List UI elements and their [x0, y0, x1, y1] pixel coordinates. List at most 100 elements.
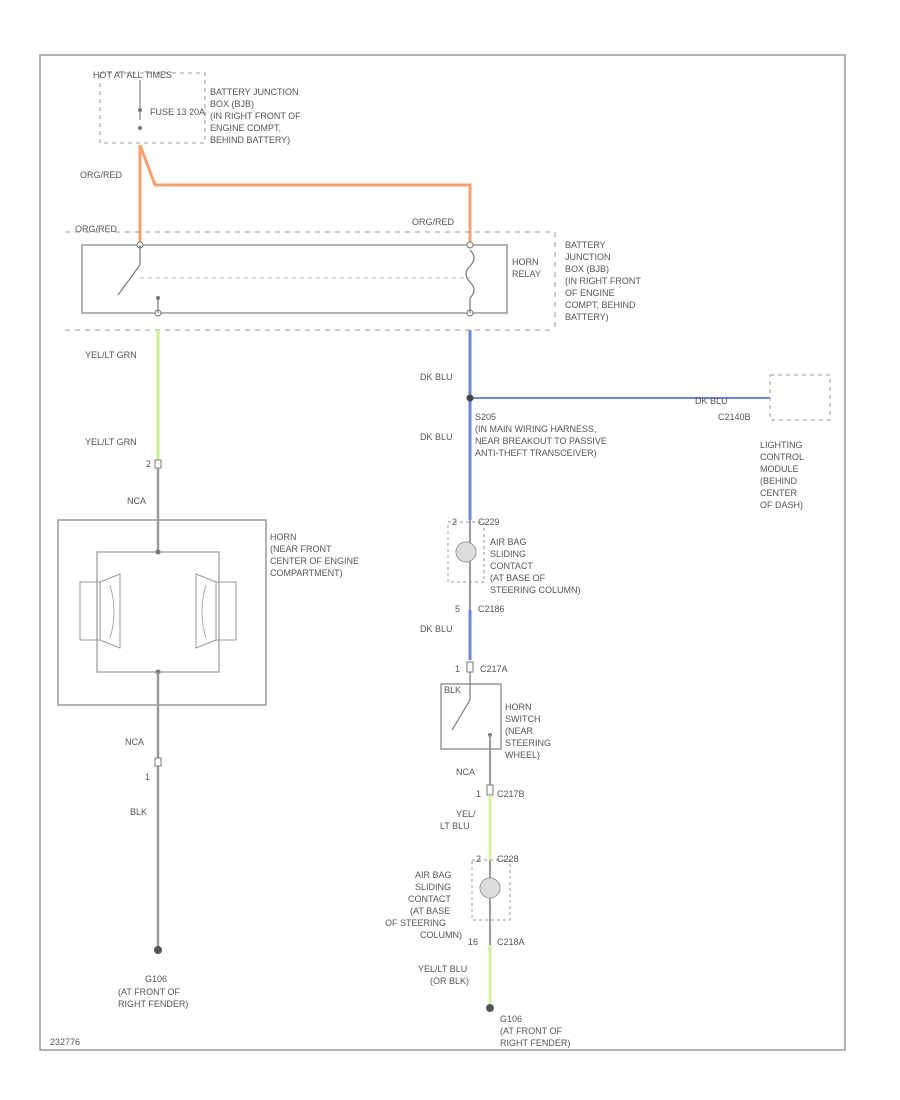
wire-dk-blu-label-3: DK BLU	[695, 396, 728, 406]
svg-text:(NEAR FRONT: (NEAR FRONT	[270, 544, 332, 554]
nca-label-1: NCA	[127, 496, 146, 506]
ground-g106-right-location: (AT FRONT OF RIGHT FENDER)	[500, 1026, 570, 1048]
svg-text:LT BLU: LT BLU	[440, 821, 470, 831]
svg-text:(AT BASE OF: (AT BASE OF	[490, 573, 546, 583]
ground-g106-right-label: G106	[500, 1014, 522, 1024]
svg-text:(IN RIGHT FRONT: (IN RIGHT FRONT	[565, 276, 641, 286]
pin-5-label: 5	[455, 604, 460, 614]
horn-relay-label: HORN RELAY	[512, 257, 541, 279]
connector-c217a	[466, 661, 474, 673]
svg-text:AIR BAG: AIR BAG	[415, 870, 452, 880]
svg-text:(AT FRONT OF: (AT FRONT OF	[500, 1026, 563, 1036]
svg-text:JUNCTION: JUNCTION	[565, 252, 611, 262]
svg-text:ENGINE COMPT,: ENGINE COMPT,	[210, 123, 281, 133]
ground-g106-right-icon	[486, 1004, 494, 1012]
svg-text:YEL/LT BLU: YEL/LT BLU	[418, 964, 467, 974]
svg-text:COMPARTMENT): COMPARTMENT)	[270, 568, 343, 578]
fuse-box-enclosure	[99, 72, 206, 144]
svg-text:OF STEERING: OF STEERING	[385, 918, 446, 928]
connector-c2140b-label: C2140B	[718, 412, 751, 422]
svg-text:COMPT, BEHIND: COMPT, BEHIND	[565, 300, 636, 310]
horn-speaker-right-icon	[195, 573, 237, 649]
pin-1-left-label: 1	[145, 772, 150, 782]
wire-yel-lt-blu-or-blk-label: YEL/LT BLU (OR BLK)	[418, 964, 469, 986]
battery-jb-relay-label: BATTERY JUNCTION BOX (BJB) (IN RIGHT FRO…	[565, 240, 641, 322]
splice-s205-icon	[466, 394, 474, 402]
relay-switch-arm	[117, 264, 141, 296]
svg-text:STEERING: STEERING	[505, 738, 551, 748]
ground-g106-left-icon	[154, 946, 162, 954]
pin-1-c217a-label: 1	[455, 664, 460, 674]
horn-junction-top	[155, 549, 161, 555]
wire-blk-label: BLK	[130, 807, 147, 817]
svg-text:BEHIND BATTERY): BEHIND BATTERY)	[210, 135, 290, 145]
svg-text:CENTER: CENTER	[760, 488, 798, 498]
lighting-control-module-box	[769, 374, 831, 421]
wire-org-red-label-3: ORG/RED	[412, 217, 455, 227]
svg-text:ANTI-THEFT TRANSCEIVER): ANTI-THEFT TRANSCEIVER)	[475, 448, 597, 458]
svg-text:BATTERY): BATTERY)	[565, 312, 609, 322]
air-bag-contact-bottom-icon	[479, 877, 501, 899]
svg-text:(IN MAIN WIRING HARNESS,: (IN MAIN WIRING HARNESS,	[475, 424, 597, 434]
wire-org-red	[138, 144, 472, 245]
connector-ground-left	[154, 757, 162, 767]
svg-text:LIGHTING: LIGHTING	[760, 440, 803, 450]
svg-text:HORN: HORN	[270, 532, 297, 542]
svg-text:AIR BAG: AIR BAG	[490, 537, 527, 547]
pin-2-label: 2	[146, 459, 151, 469]
nca-label-3: NCA	[456, 767, 475, 777]
connector-c217b	[486, 784, 494, 796]
svg-text:HORN: HORN	[512, 257, 539, 267]
svg-text:SLIDING: SLIDING	[415, 882, 451, 892]
diagram-id-label: 232776	[50, 1037, 80, 1047]
horn-switch-tag: BLK	[444, 685, 461, 695]
svg-text:HORN: HORN	[505, 702, 532, 712]
wire-org-red-label-1: ORG/RED	[80, 170, 123, 180]
pin-2-c228-label: 2	[476, 854, 481, 864]
ground-g106-left-label: G106	[145, 974, 167, 984]
air-bag-contact-top-box	[447, 521, 485, 583]
wire-yel-lt-grn-label-2: YEL/LT GRN	[85, 437, 137, 447]
air-bag-contact-bottom-label: AIR BAG SLIDING CONTACT (AT BASE OF STEE…	[385, 870, 462, 940]
fuse-label: FUSE 13 20A	[150, 107, 205, 117]
svg-text:STEERING COLUMN): STEERING COLUMN)	[490, 585, 581, 595]
air-bag-contact-top-icon	[455, 541, 477, 563]
connector-c2186-label: C2186	[478, 604, 505, 614]
wire-dk-blu-label-2: DK BLU	[420, 432, 453, 442]
svg-text:WHEEL): WHEEL)	[505, 750, 540, 760]
svg-text:OF DASH): OF DASH)	[760, 500, 803, 510]
ground-g106-left-location: (AT FRONT OF RIGHT FENDER)	[118, 987, 188, 1009]
diagram-frame	[39, 54, 846, 1051]
relay-terminal-2	[466, 241, 474, 249]
connector-c217a-label: C217A	[480, 664, 508, 674]
connector-c218a-label: C218A	[497, 937, 525, 947]
svg-text:MODULE: MODULE	[760, 464, 799, 474]
lighting-control-module-label: LIGHTING CONTROL MODULE (BEHIND CENTER O…	[760, 440, 804, 510]
connector-c217b-label: C217B	[497, 789, 525, 799]
horn-switch-arm	[451, 699, 471, 731]
horn-unit-box	[57, 519, 267, 706]
svg-text:YEL/: YEL/	[456, 809, 476, 819]
wire-org-red-label-2: ORG/RED	[75, 224, 118, 234]
svg-text:RIGHT FENDER): RIGHT FENDER)	[500, 1038, 570, 1048]
svg-text:COLUMN): COLUMN)	[420, 930, 462, 940]
svg-text:BATTERY JUNCTION: BATTERY JUNCTION	[210, 87, 299, 97]
hot-at-all-times-label: HOT AT ALL TIMES	[93, 70, 172, 80]
svg-text:CONTACT: CONTACT	[408, 894, 451, 904]
pin-2-c229-label: 2	[452, 517, 457, 527]
wire-dk-blu-label-1: DK BLU	[420, 372, 453, 382]
relay-coil	[465, 249, 475, 313]
pin-1-c217b-label: 1	[476, 789, 481, 799]
svg-text:S205: S205	[475, 412, 496, 422]
svg-text:SLIDING: SLIDING	[490, 549, 526, 559]
svg-text:RIGHT FENDER): RIGHT FENDER)	[118, 999, 188, 1009]
horn-speaker-left-icon	[79, 573, 121, 649]
horn-unit-label: HORN (NEAR FRONT CENTER OF ENGINE COMPAR…	[270, 532, 359, 578]
air-bag-contact-top-label: AIR BAG SLIDING CONTACT (AT BASE OF STEE…	[490, 537, 581, 595]
horn-inner-frame	[96, 551, 220, 673]
fuse-terminal-top	[138, 108, 142, 112]
horn-switch-box	[440, 683, 502, 750]
svg-text:SWITCH: SWITCH	[505, 714, 541, 724]
svg-text:OF ENGINE: OF ENGINE	[565, 288, 615, 298]
